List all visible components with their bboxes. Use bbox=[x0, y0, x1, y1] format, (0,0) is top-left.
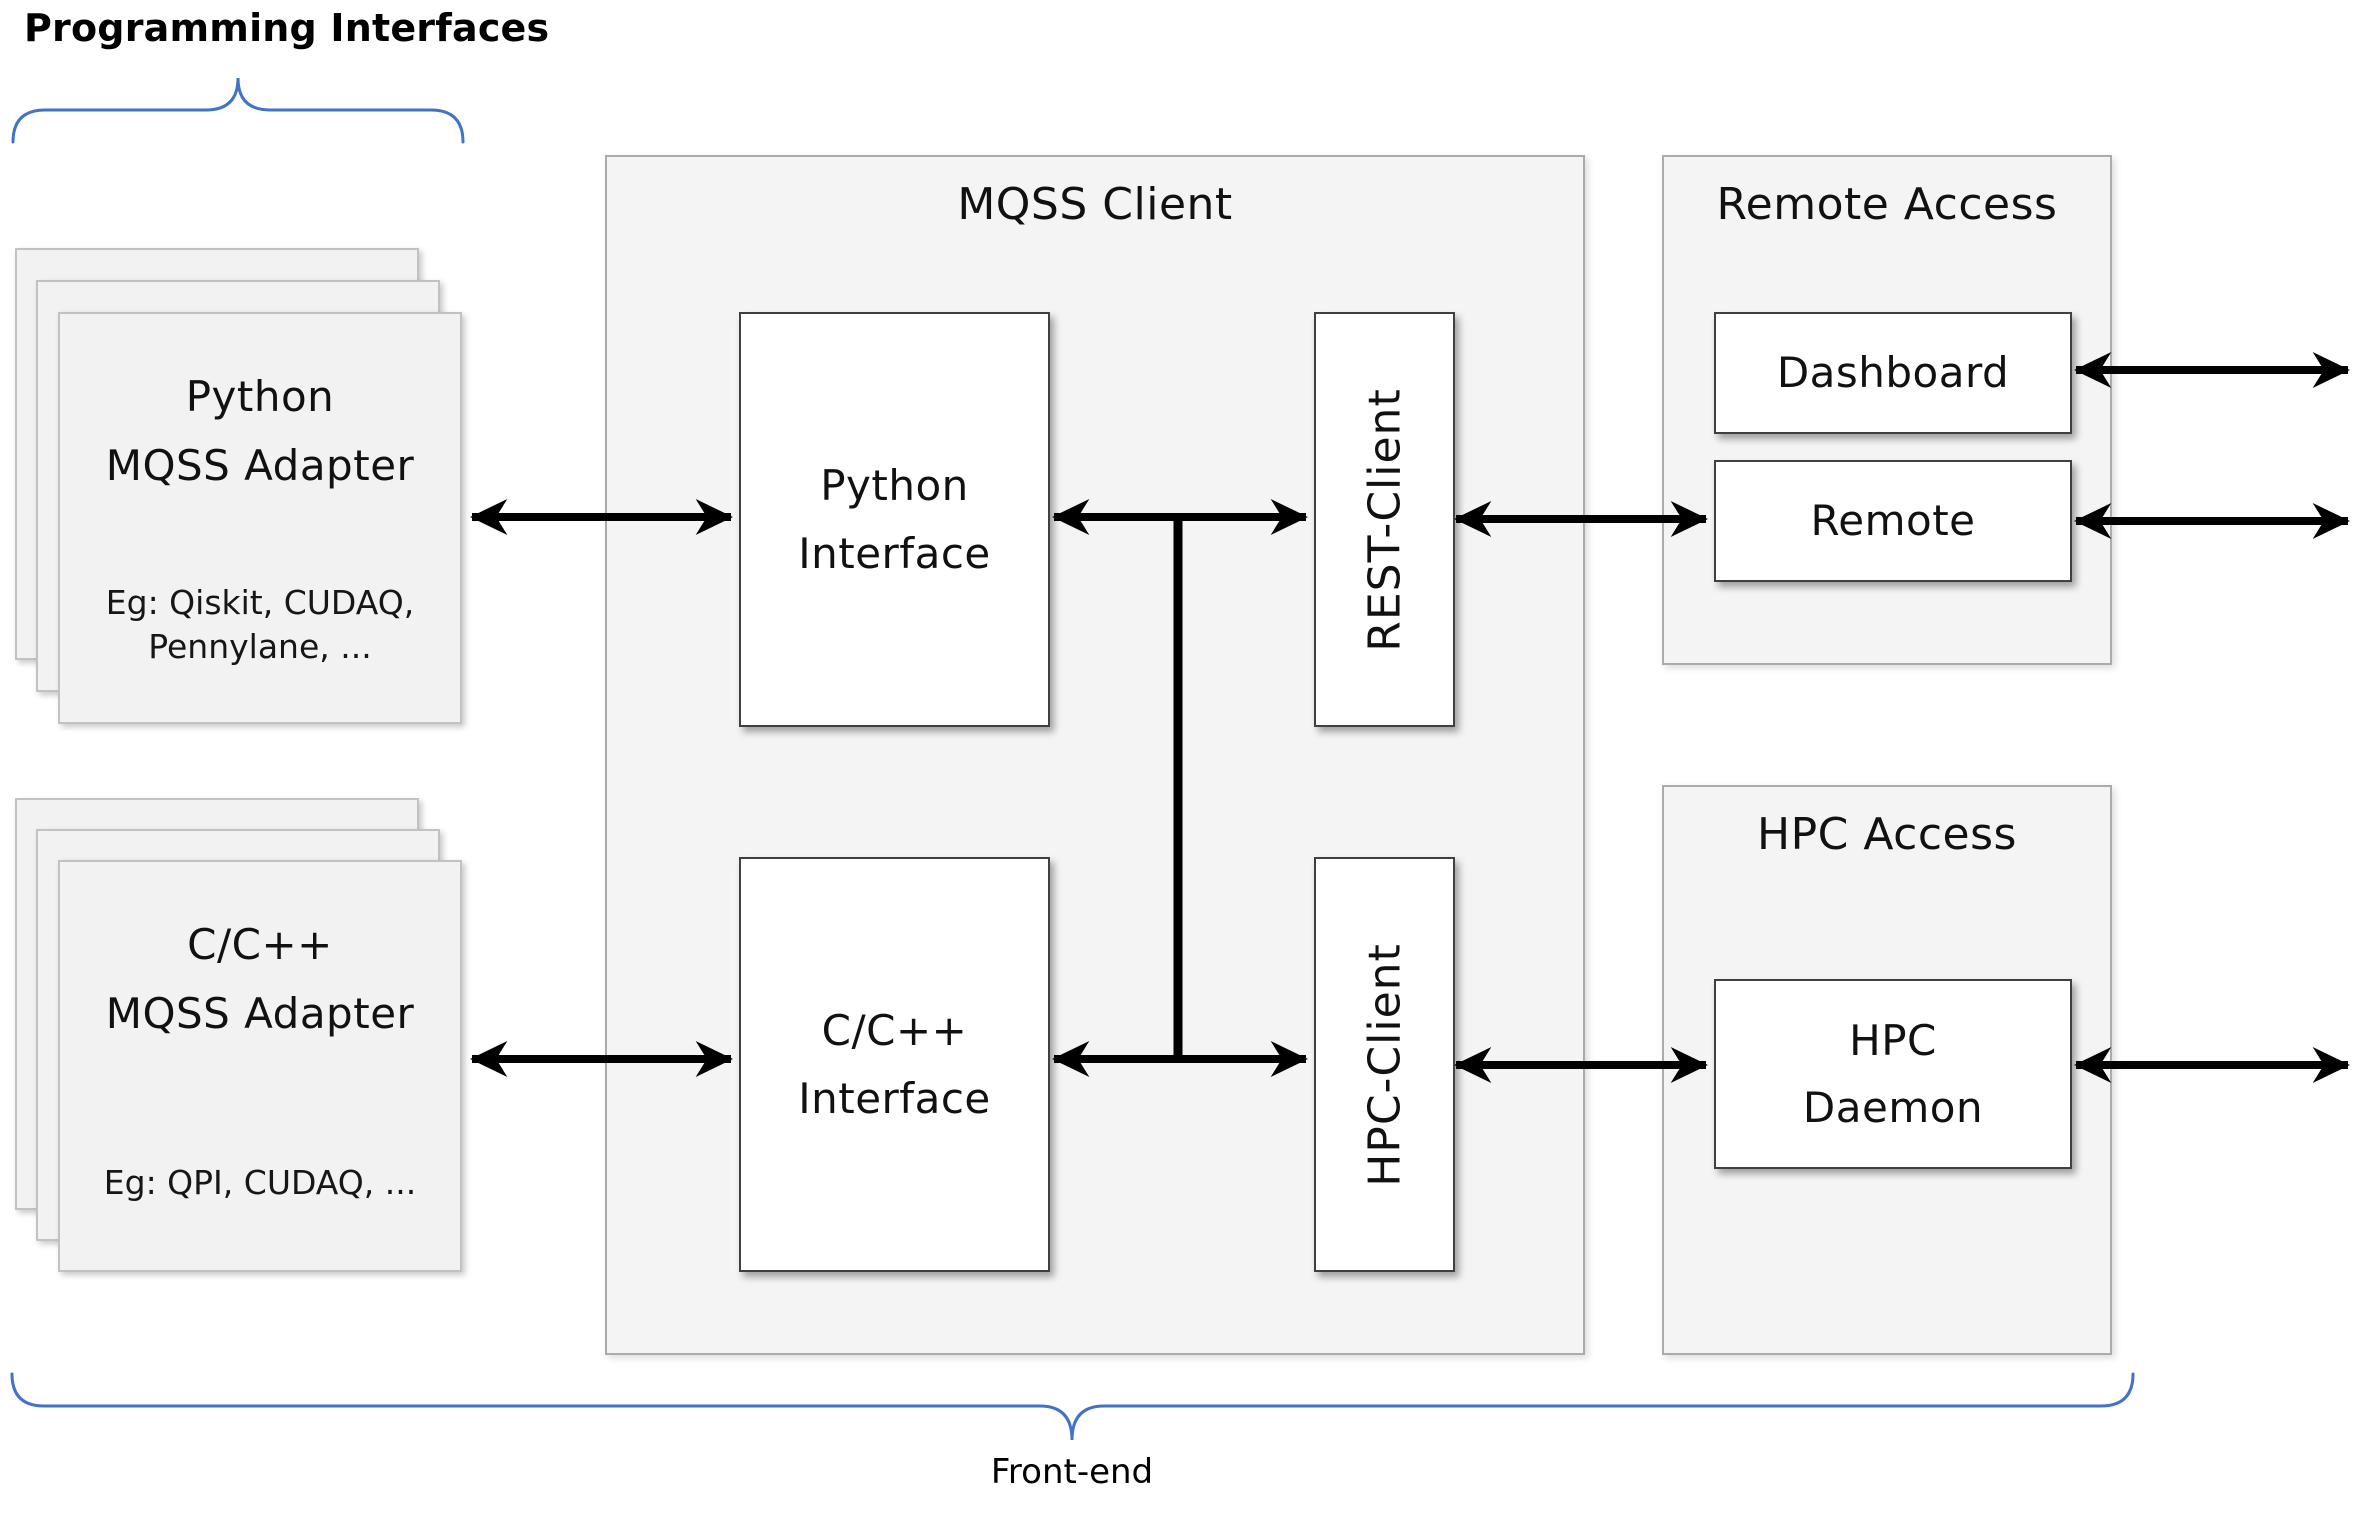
cpp-interface-box: C/C++ Interface bbox=[739, 857, 1050, 1272]
python-adapter-title-line2: MQSS Adapter bbox=[105, 441, 415, 491]
mqss-client-panel: MQSS Client Python Interface C/C++ Inter… bbox=[605, 155, 1585, 1355]
front-end-brace bbox=[10, 1372, 2135, 1441]
python-interface-line2: Interface bbox=[798, 528, 991, 578]
python-interface-label: Python Interface bbox=[798, 452, 991, 586]
mqss-client-title: MQSS Client bbox=[957, 179, 1233, 230]
remote-access-panel: Remote Access Dashboard Remote bbox=[1662, 155, 2112, 665]
cpp-adapter-card: C/C++ MQSS Adapter Eg: QPI, CUDAQ, ... bbox=[58, 860, 462, 1272]
cpp-adapter-title-line2: MQSS Adapter bbox=[105, 989, 415, 1039]
cpp-interface-line1: C/C++ bbox=[821, 1006, 968, 1056]
programming-interfaces-label: Programming Interfaces bbox=[24, 6, 550, 50]
python-interface-box: Python Interface bbox=[739, 312, 1050, 727]
python-adapter-examples-line1: Eg: Qiskit, CUDAQ, bbox=[105, 582, 415, 622]
cpp-interface-label: C/C++ Interface bbox=[798, 997, 991, 1131]
remote-label: Remote bbox=[1810, 496, 1976, 546]
cpp-interface-line2: Interface bbox=[798, 1073, 991, 1123]
dashboard-box: Dashboard bbox=[1714, 312, 2072, 434]
cpp-adapter-title: C/C++ MQSS Adapter bbox=[60, 910, 460, 1049]
cpp-adapter-examples: Eg: QPI, CUDAQ, ... bbox=[60, 1161, 460, 1206]
python-adapter-examples: Eg: Qiskit, CUDAQ, Pennylane, ... bbox=[60, 581, 460, 670]
rest-client-label: REST-Client bbox=[1359, 387, 1410, 652]
hpc-client-box: HPC-Client bbox=[1314, 857, 1455, 1272]
hpc-daemon-box: HPC Daemon bbox=[1714, 979, 2072, 1169]
python-adapter-card: Python MQSS Adapter Eg: Qiskit, CUDAQ, P… bbox=[58, 312, 462, 724]
hpc-access-title: HPC Access bbox=[1757, 809, 2017, 860]
cpp-adapter-examples-line1: Eg: QPI, CUDAQ, ... bbox=[103, 1163, 417, 1203]
python-adapter-title: Python MQSS Adapter bbox=[60, 362, 460, 501]
python-adapter-examples-line2: Pennylane, ... bbox=[148, 627, 372, 667]
hpc-access-panel: HPC Access HPC Daemon bbox=[1662, 785, 2112, 1355]
remote-box: Remote bbox=[1714, 460, 2072, 582]
hpc-daemon-line1: HPC bbox=[1849, 1015, 1937, 1065]
hpc-daemon-line2: Daemon bbox=[1802, 1083, 1984, 1132]
dashboard-label: Dashboard bbox=[1776, 348, 2010, 398]
cpp-adapter-title-line1: C/C++ bbox=[187, 920, 333, 969]
python-adapter-title-line1: Python bbox=[185, 372, 335, 421]
rest-client-box: REST-Client bbox=[1314, 312, 1455, 727]
remote-access-title: Remote Access bbox=[1716, 179, 2058, 230]
hpc-client-label: HPC-Client bbox=[1359, 942, 1410, 1187]
hpc-daemon-label: HPC Daemon bbox=[1803, 1007, 1983, 1141]
programming-interfaces-brace bbox=[11, 77, 465, 144]
front-end-label: Front-end bbox=[990, 1452, 1154, 1492]
python-interface-line1: Python bbox=[820, 461, 969, 511]
